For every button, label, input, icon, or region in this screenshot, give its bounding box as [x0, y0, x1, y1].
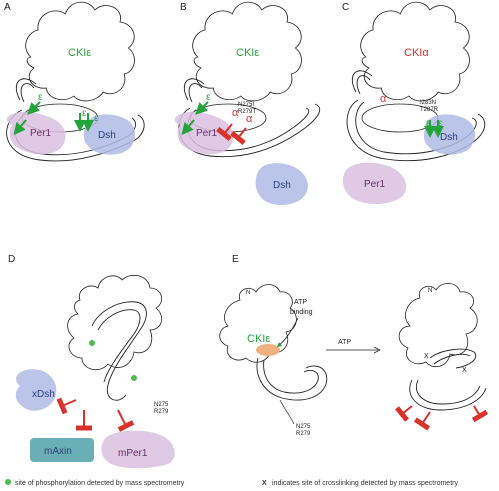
inhibition-bar [117, 409, 135, 432]
alpha-label: α [232, 107, 239, 119]
kinase-label: CKIα [404, 47, 429, 59]
mutation-label: R279T [238, 109, 256, 115]
mutation-label: T287R [420, 107, 439, 113]
kinase-label: CKIε [68, 47, 91, 59]
crosslink-legend-text: indicates site of crosslinking detected … [272, 480, 458, 487]
alpha-label: α [380, 93, 387, 105]
crosslink-legend-x: X [262, 480, 267, 487]
phosphorylation-arrow [13, 119, 27, 136]
phosphorylation-legend-dot [5, 479, 11, 485]
epsilon-label: ε [426, 118, 431, 129]
per1-label: Per1 [30, 128, 52, 139]
panel-a-letter: A [4, 2, 11, 13]
panel-a: A CKIε Per1 Dsh ε ε ε [4, 1, 145, 162]
tail-loop-inner [20, 83, 35, 103]
n-terminus-label: N [428, 288, 432, 294]
epsilon-label: ε [438, 118, 443, 129]
maxin-label: mAxin [44, 446, 72, 457]
mper1-label: mPer1 [118, 448, 148, 459]
panel-b: B CKIε Per1 Dsh ε α α N275I R279T [174, 1, 321, 205]
dsh-blob [423, 114, 476, 155]
mutation-label: R279 [296, 431, 311, 437]
crosslink-x-mark: X [424, 353, 429, 360]
tail-loop-inner [188, 83, 203, 103]
inhibition-bar [230, 127, 247, 145]
per1-label: Per1 [364, 179, 386, 190]
dsh-blob [83, 114, 136, 155]
tail-loop [15, 78, 37, 101]
xdsh-blob [15, 369, 57, 411]
maxin-box [30, 438, 94, 462]
mutation-label: N275I [238, 102, 254, 108]
phosphorylation-arrow [195, 101, 209, 115]
panel-c-letter: C [342, 2, 349, 13]
mutation-label: R279 [154, 409, 169, 415]
c-terminal-tail-outer [409, 379, 487, 411]
n-terminus-label: N [246, 290, 250, 296]
c-terminal-tail-outer [6, 109, 145, 162]
tail-loop [351, 70, 373, 93]
phosphorylation-site-dot [89, 340, 95, 346]
epsilon-label: ε [82, 108, 87, 119]
panel-c: C CKIα α I283N T287R ε ε Dsh Per1 [342, 1, 486, 204]
panel-d-letter: D [8, 254, 15, 265]
kinase-label: CKIε [236, 47, 259, 59]
tail-loop [183, 78, 205, 101]
c-terminal-tail-inner [355, 101, 477, 155]
dsh-label: Dsh [98, 130, 116, 141]
legend-footer: site of phosphorylation detected by mass… [5, 479, 458, 487]
mutation-label: N275 [154, 402, 169, 408]
per1-blob [342, 162, 407, 204]
c-terminal-tail-outer [91, 301, 147, 401]
epsilon-label: ε [94, 113, 99, 124]
atp-binding-site [256, 344, 280, 356]
ck1-epsilon-kinase-outline [398, 283, 478, 368]
dsh-label: Dsh [273, 180, 291, 191]
per1-label: Per1 [196, 128, 218, 139]
c-terminal-loop-inner [433, 353, 471, 365]
inhibition-bar [395, 405, 413, 422]
inhibition-bar [471, 405, 489, 423]
xdsh-label: xDsh [32, 389, 55, 400]
epsilon-label: ε [38, 92, 43, 103]
atp-binding-label: ATP [294, 299, 307, 306]
atp-arrow-label: ATP [338, 339, 351, 346]
inhibition-bar [413, 411, 431, 431]
panel-d: D xDsh mAxin mPer1 N275 R279 [8, 254, 175, 469]
dsh-label: Dsh [440, 132, 458, 143]
kinase-label: CKIε [247, 333, 270, 345]
c-terminal-tail-outer [346, 99, 486, 162]
c-terminal-tail-inner [97, 309, 141, 383]
c-terminal-tail-inner [263, 359, 319, 394]
epsilon-label: ε [206, 92, 211, 103]
tail-loop-inner [356, 75, 371, 95]
mper1-blob [101, 430, 175, 469]
crosslink-x-mark: X [462, 367, 467, 374]
panel-e-letter: E [232, 254, 239, 265]
c-terminal-loop [429, 348, 477, 369]
panel-e: E N ATP binding CKIε N275 R279 ATP N X X [219, 254, 489, 437]
ck1-epsilon-kinase-outline [67, 274, 163, 371]
atp-reaction-arrowhead [373, 346, 381, 354]
inhibition-bar [216, 123, 233, 141]
dsh-blob [255, 163, 308, 205]
atp-binding-pointer [276, 317, 299, 347]
alpha-label: α [246, 113, 253, 125]
mutation-label: N275 [296, 424, 311, 430]
mutation-label: I283N [420, 100, 436, 106]
phosphorylation-arrow [27, 101, 41, 115]
c-terminal-tail-outer [256, 357, 328, 401]
phosphorylation-site-dot [131, 375, 137, 381]
atp-binding-label: binding [290, 309, 313, 316]
phosphorylation-arrow [181, 119, 195, 136]
panel-b-letter: B [180, 2, 187, 13]
mutation-pointer [279, 399, 295, 425]
phosphorylation-legend-text: site of phosphorylation detected by mass… [15, 480, 185, 487]
inhibition-bar [56, 397, 77, 415]
c-terminal-tail-inner [416, 379, 481, 405]
